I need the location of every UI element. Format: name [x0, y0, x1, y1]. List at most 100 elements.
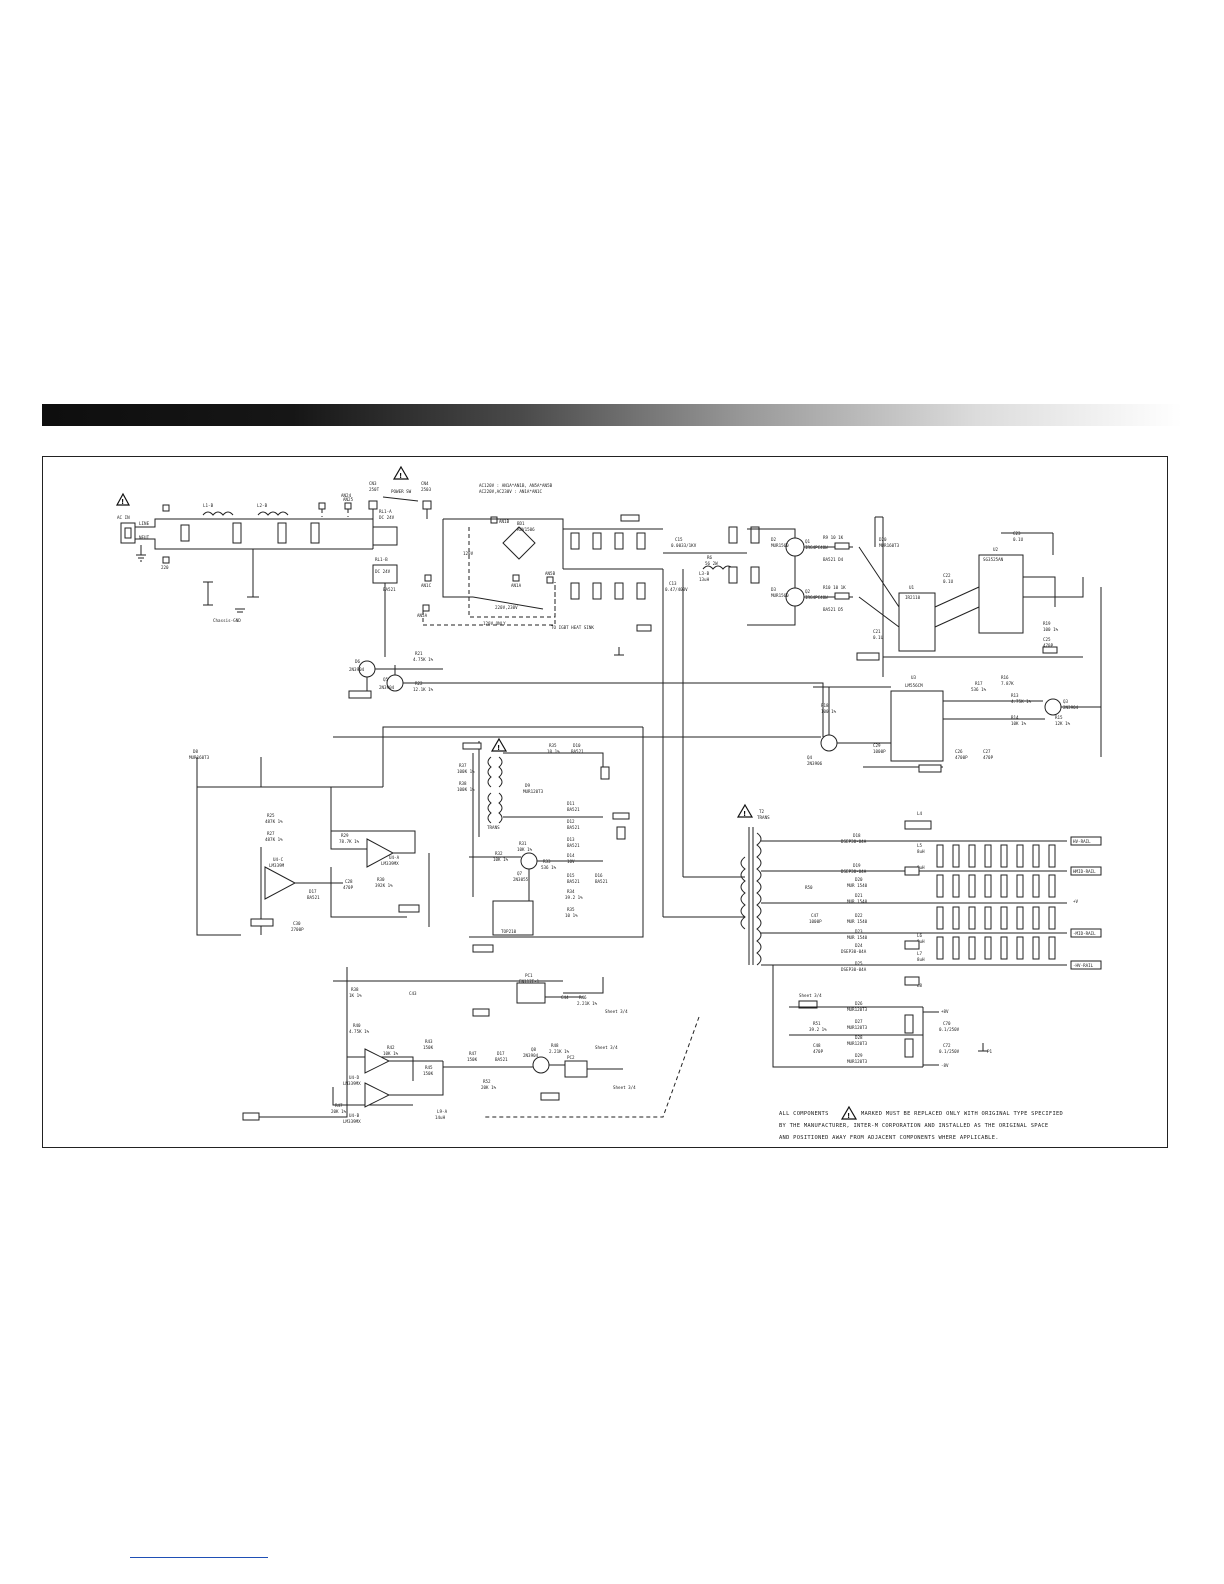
choke-l2-label: L2-B	[257, 503, 268, 508]
d14-label: D14	[567, 853, 575, 858]
ac-input-section: AC IN LINE NEUT 220 !	[115, 492, 374, 570]
l9-value: 14uH	[435, 1115, 446, 1120]
d16-part: BA521	[595, 879, 608, 884]
label-120v-only: 120V ONLY	[483, 621, 506, 626]
u2-part: SG3525AN	[983, 557, 1004, 562]
r43-value: 150K	[423, 1045, 434, 1050]
u2-label: U2	[993, 547, 999, 552]
optocoupler-pc2	[564, 1060, 588, 1078]
note-line-3: AND POSITIONED AWAY FROM ADJACENT COMPON…	[779, 1135, 999, 1141]
top210-label: TOP210	[501, 929, 517, 934]
pc2-label: PC2	[567, 1055, 575, 1060]
d22-label: D22	[855, 913, 863, 918]
l5-label: L5	[917, 843, 923, 848]
capacitor-x4	[310, 522, 320, 544]
u3-label: U3	[911, 675, 917, 680]
d23-part: MUR 1540	[847, 935, 868, 940]
l4-val: 8uH	[917, 865, 925, 870]
l6-label: L6	[917, 933, 923, 938]
d6-label: D6	[355, 659, 361, 664]
q7-label: Q7	[517, 871, 523, 876]
d13-label: D13	[567, 837, 575, 842]
c23-value: 0.1U	[1013, 537, 1024, 542]
c22-value: 0.1U	[943, 579, 954, 584]
r30-value: 392K 1%	[375, 883, 393, 888]
r38-label: R38	[459, 781, 467, 786]
r38-value: 100K 1%	[457, 787, 475, 792]
primary-snubber-section: C15 0.0033/1KV R6 56 2W L3-B 13uH C13 0.…	[662, 526, 760, 917]
rail-label-5: -HV-RAIL	[1073, 963, 1094, 968]
ac-inlet-label: AC IN	[117, 515, 130, 520]
d28-label: D28	[855, 1035, 863, 1040]
r47b-label: R47	[469, 1051, 477, 1056]
d22-part: MUR 1540	[847, 919, 868, 924]
r35-label: R35	[549, 743, 557, 748]
c70-label: C70	[943, 1021, 951, 1026]
relay-rl1a-rating: DC 24V	[379, 515, 395, 520]
d11-label: D11	[567, 801, 575, 806]
bridge-ref: BD1	[517, 521, 525, 526]
c22-label: C22	[943, 573, 951, 578]
cn4-value: 2503	[421, 487, 432, 492]
r27-value: 487K 1%	[265, 837, 283, 842]
anchor-an5a: AN5A	[417, 613, 428, 618]
bulk-cap-1	[570, 532, 580, 550]
q2-label: Q2	[805, 589, 811, 594]
line-label: LINE	[139, 521, 150, 526]
rail-label-2: HMID-RAIL	[1073, 869, 1096, 874]
d11-part: BA521	[567, 807, 580, 812]
r34-value: 39.2 1%	[565, 895, 583, 900]
r18-label: R18	[821, 703, 829, 708]
r6-label: R6	[707, 555, 713, 560]
comparator-u4d	[364, 1048, 391, 1074]
d5-label: BA521 D5	[823, 607, 844, 612]
l7-label: L7	[917, 951, 923, 956]
note-line-2: BY THE MANUFACTURER, INTER-M CORPORATION…	[779, 1123, 1048, 1129]
d12-part: BA521	[567, 825, 580, 830]
r29-value: 78.7K 1%	[339, 839, 360, 844]
c25-value: 470P	[1043, 643, 1054, 648]
ic-top210	[492, 900, 534, 936]
u4b-part: LM339MX	[343, 1119, 361, 1124]
t2-text: TRANS	[757, 815, 770, 820]
d4-label: BA521 D4	[823, 557, 844, 562]
c27-value: 470P	[983, 755, 994, 760]
d9-part: MUR120T3	[523, 789, 544, 794]
r47-label: R47	[335, 1103, 343, 1108]
bulk-cap-3	[614, 532, 624, 550]
q8-part: 2N3904	[523, 1053, 539, 1058]
c28-label: C28	[345, 879, 353, 884]
comparator-u4c	[264, 866, 297, 900]
d3-label: D3	[771, 587, 777, 592]
transistor-q4	[820, 734, 838, 752]
q4-label: Q4	[807, 755, 813, 760]
cn4-label: CN4	[421, 481, 429, 486]
r9-label: R9 10 1K	[823, 535, 844, 540]
c13-label: C13	[669, 581, 677, 586]
c70-value: 0.1/250V	[939, 1027, 960, 1032]
r6-value: 56 2W	[705, 561, 718, 566]
l6-value: 8uH	[917, 939, 925, 944]
ic-u2	[978, 554, 1024, 634]
svg-text:!: !	[399, 472, 402, 480]
ic-u1	[898, 592, 936, 652]
q5-label: Q5	[383, 677, 389, 682]
r47-value: 20K 1%	[331, 1109, 347, 1114]
u4b-label: U4-B	[349, 1113, 360, 1118]
r10-label: R10 10 1K	[823, 585, 846, 590]
heatsink-label: TO IGBT HEAT SINK	[551, 625, 594, 630]
r45-label: R45	[425, 1065, 433, 1070]
relay-section: CN3 250T CN4 2503 ! POWER SW RL1-A DC 24…	[318, 465, 432, 657]
note-line-1b: MARKED MUST BE REPLACED ONLY WITH ORIGIN…	[861, 1111, 1063, 1117]
q7-part: 2N3055	[513, 877, 529, 882]
ic-u3	[890, 690, 944, 762]
r27-label: R27	[267, 831, 275, 836]
d10-label: D10	[573, 743, 581, 748]
c15-value: 0.0033/1KV	[671, 543, 697, 548]
d27-part: MUR120T3	[847, 1025, 868, 1030]
relay-rl1b-label: RL1-B	[375, 557, 388, 562]
secondary-section: ! T2 TRANS D18 DSEP30-04A D19 DSEP30-04A…	[663, 803, 1102, 988]
comparator-section: D8 MUR160T3 R25 487K 1% R27 487K 1% U4-C…	[189, 726, 643, 936]
bridge-part: RBV1506	[517, 527, 535, 532]
sheet-ref-3: Sheet 3/4	[613, 1085, 636, 1090]
